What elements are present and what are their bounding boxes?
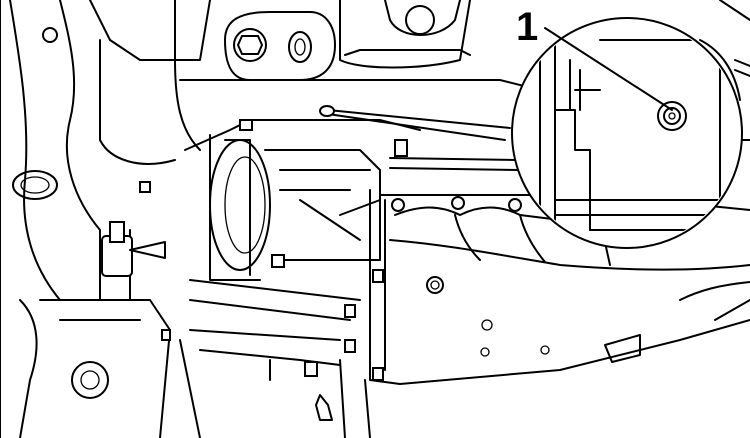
leader-line-upper bbox=[327, 109, 511, 129]
detail-circle bbox=[511, 17, 743, 249]
pan-flange-bolts bbox=[344, 196, 522, 381]
body-mount-hole bbox=[12, 170, 58, 200]
bellhousing bbox=[209, 139, 271, 271]
leader-line-lower bbox=[327, 113, 506, 141]
detail-magnifier bbox=[319, 17, 743, 249]
oil-pan bbox=[344, 189, 750, 385]
lower-linkage bbox=[179, 279, 371, 438]
engine-mount bbox=[89, 0, 471, 165]
callout-number: 1 bbox=[516, 5, 538, 49]
detail-source-marker bbox=[319, 105, 335, 117]
bracket-bolt bbox=[109, 221, 125, 243]
mount-bushing bbox=[288, 31, 312, 63]
callout-leader bbox=[544, 27, 673, 111]
mount-bolt-head bbox=[233, 28, 267, 62]
hex-nut bbox=[236, 35, 264, 55]
subframe-left bbox=[0, 0, 171, 438]
drain-plug bbox=[426, 276, 444, 294]
lower-ball-joint bbox=[71, 361, 109, 399]
callout-1: 1 bbox=[516, 5, 673, 111]
transmission bbox=[179, 79, 541, 281]
